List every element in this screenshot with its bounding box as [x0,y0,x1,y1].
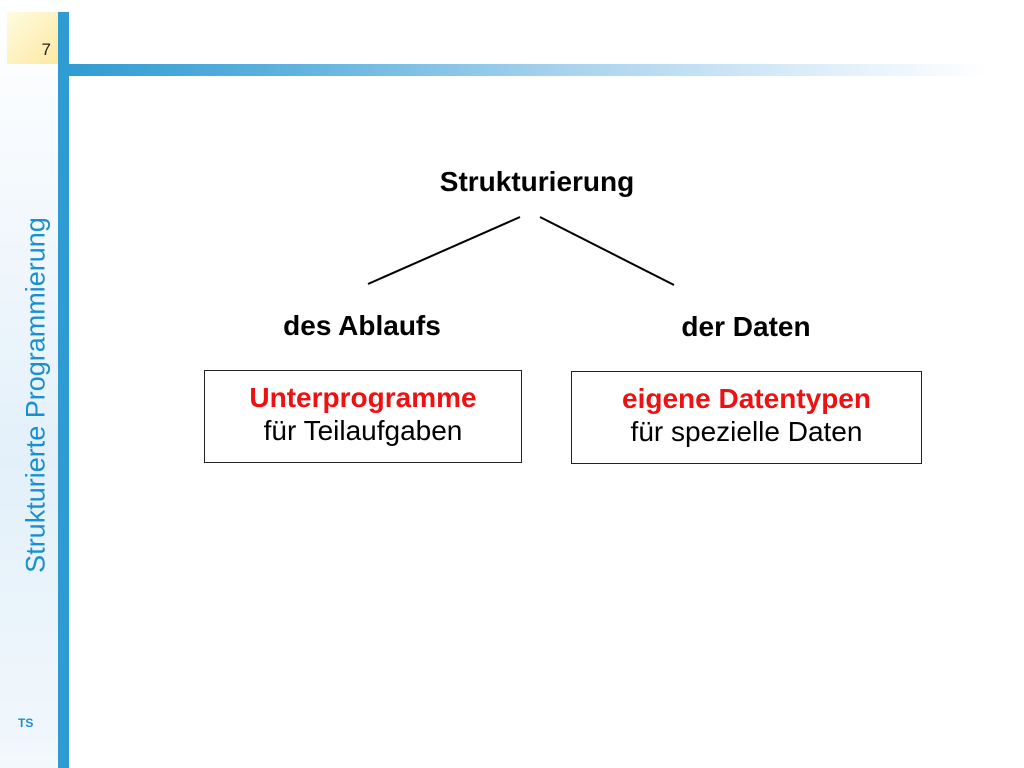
right-box-subtitle: für spezielle Daten [630,416,863,447]
left-box-title: Unterprogramme [249,382,477,413]
left-box-subtitle: für Teilaufgaben [263,415,463,446]
connector-right [539,216,675,286]
header-gradient-band [58,64,988,76]
right-box-title: eigene Datentypen [622,383,871,414]
page-number-box [7,12,58,64]
sidebar-background [0,0,58,768]
author-initials: TS [18,716,34,730]
left-branch-label: des Ablaufs [283,310,441,341]
root-node-label: Strukturierung [439,166,635,197]
right-branch-label: der Daten [681,311,811,342]
page-number: 7 [41,40,51,59]
right-leaf-box: eigene Datentypen für spezielle Daten [571,371,922,464]
left-leaf-box: Unterprogramme für Teilaufgaben [204,370,522,463]
connector-left [367,216,521,285]
sidebar-accent-bar [58,12,69,768]
